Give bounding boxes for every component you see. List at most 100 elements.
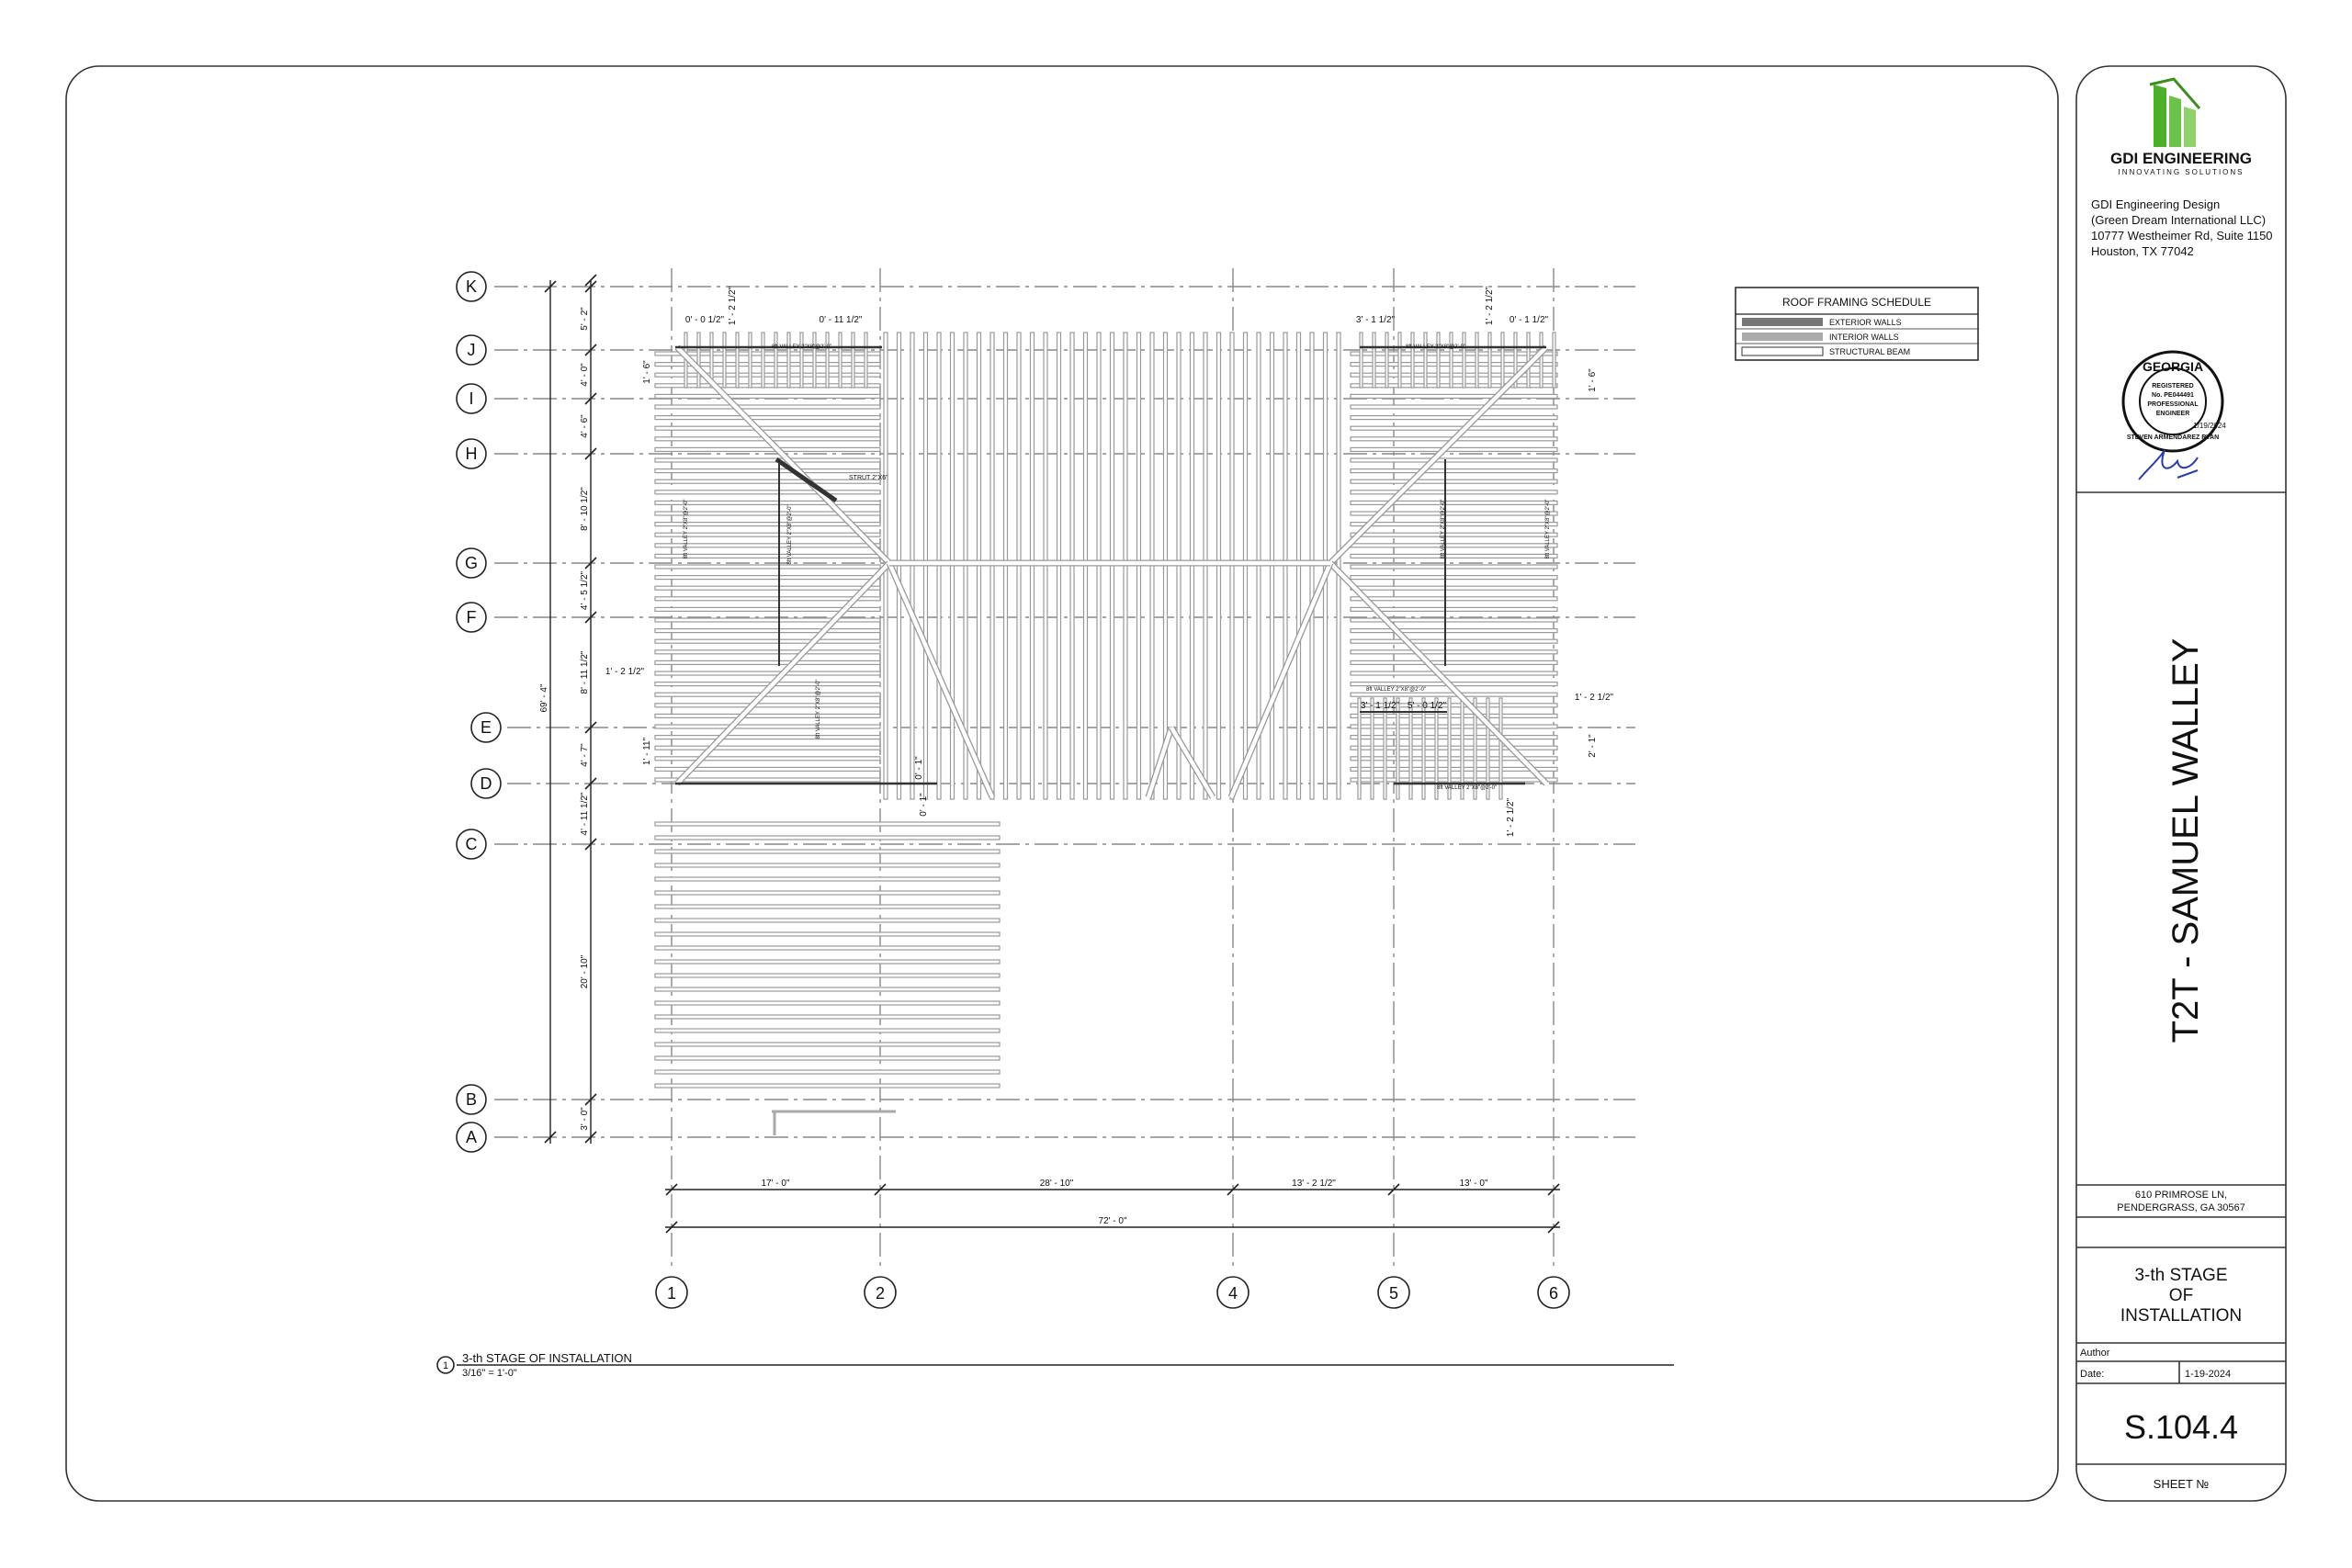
- valley-label: 8ft VALLEY 2"X8"@2'-0": [1366, 687, 1426, 693]
- rafter: [654, 372, 881, 378]
- schedule-item: STRUCTURAL BEAM: [1829, 347, 1910, 356]
- rafter: [654, 490, 881, 495]
- rafter: [1498, 697, 1503, 800]
- rafter: [1408, 697, 1413, 800]
- dimension-tick: [584, 1093, 597, 1106]
- rafter: [1487, 332, 1492, 389]
- rafter: [654, 500, 881, 506]
- title-block-frame: [2075, 65, 2287, 1502]
- sheet-label: SHEET №: [2154, 1477, 2210, 1491]
- author-label: Author: [2080, 1348, 2110, 1359]
- grid-bubble-row: [456, 547, 487, 579]
- rafter: [654, 596, 881, 602]
- view-title: 1 3-th STAGE OF INSTALLATION 3/16" = 1'-…: [436, 1351, 1674, 1379]
- company-address-line: (Green Dream International LLC): [2091, 213, 2266, 227]
- dimension-tick: [584, 557, 597, 570]
- rafter: [1350, 671, 1558, 676]
- rafter: [654, 987, 1001, 992]
- rafter: [1350, 585, 1558, 591]
- grid-label-row: G: [465, 554, 478, 572]
- hip-ridge: [1329, 345, 1548, 565]
- grid-bubble-row: [456, 602, 487, 633]
- dimension-text: 4' - 6": [580, 414, 590, 438]
- rafter: [1350, 617, 1558, 623]
- interior-walls-swatch: [1742, 333, 1823, 341]
- rafter: [654, 745, 881, 750]
- seal-name: STEVEN ARMENDAREZ RYAN: [2127, 434, 2219, 441]
- project-address-line: 610 PRIMROSE LN,: [2135, 1190, 2227, 1201]
- hip-ridge: [675, 345, 891, 565]
- drawing-name-line: OF: [2169, 1286, 2193, 1305]
- dimension-text: 3' - 1 1/2": [1356, 315, 1396, 325]
- grid-bubble-column: [1216, 1276, 1250, 1309]
- hip-ridge: [1146, 727, 1174, 798]
- rafter: [1350, 745, 1558, 750]
- rafter: [1436, 332, 1441, 389]
- dimension-text: 20' - 10": [580, 954, 590, 988]
- date-label: Date:: [2080, 1369, 2104, 1380]
- valley-label: 8ft VALLEY 2"X8"@2'-0": [1441, 499, 1446, 558]
- rafter: [654, 574, 881, 581]
- rafter: [1350, 574, 1558, 581]
- dimension-tick: [665, 1221, 678, 1234]
- rafter: [1486, 697, 1490, 800]
- rafter: [654, 415, 881, 421]
- dimension-text: 1' - 6": [1588, 368, 1598, 392]
- rafter: [654, 724, 881, 729]
- grid-rows: [494, 286, 1635, 1138]
- grid-label-column: 6: [1549, 1284, 1558, 1303]
- rafter: [1350, 351, 1558, 356]
- rafter: [654, 468, 881, 474]
- seal-text: PROFESSIONAL: [2147, 401, 2199, 408]
- dimension-text: 0' - 11 1/2": [820, 315, 863, 325]
- valley-label: 8ft VALLEY 2"X8"@2'-0": [1545, 499, 1551, 558]
- rafter: [1350, 490, 1558, 495]
- rafter: [654, 931, 1001, 937]
- rafter: [654, 821, 1001, 827]
- vertical-dimension-ticks: [544, 274, 597, 1144]
- structural-beam-swatch: [1741, 346, 1824, 356]
- rafter: [654, 649, 881, 655]
- rafter: [774, 332, 778, 389]
- dimension-text: 13' - 0": [1459, 1179, 1487, 1189]
- rafter: [799, 332, 804, 389]
- grid-label-row: C: [466, 835, 478, 853]
- rafter: [1350, 638, 1558, 644]
- engineer-seal: GEORGIA REGISTERED No. PE044491 PROFESSI…: [2121, 350, 2226, 480]
- valley-label: 8ft VALLEY 2"X8"@2'-0": [772, 344, 831, 350]
- rafter: [654, 973, 1001, 978]
- dimension-tick: [584, 274, 597, 287]
- rafter: [1370, 697, 1374, 800]
- rafter: [1350, 500, 1558, 506]
- rafter: [1383, 697, 1387, 800]
- hip-ridge: [1228, 562, 1333, 798]
- schedule-item: INTERIOR WALLS: [1829, 333, 1899, 342]
- grid-bubble-column: [1377, 1276, 1410, 1309]
- rafter: [654, 876, 1001, 882]
- rafter: [1423, 332, 1428, 389]
- roof-framing-schedule: ROOF FRAMING SCHEDULE EXTERIOR WALLS INT…: [1735, 287, 1979, 361]
- rafter: [654, 890, 1001, 896]
- dimension-text: 1' - 2 1/2": [1506, 797, 1516, 837]
- rafter: [654, 660, 881, 666]
- grid-label-column: 5: [1389, 1284, 1398, 1303]
- rafter: [838, 332, 842, 389]
- dimension-tick: [544, 1131, 557, 1144]
- rafter: [1350, 404, 1558, 410]
- rafter: [1385, 332, 1389, 389]
- exterior-walls-swatch: [1742, 318, 1823, 326]
- dimension-tick: [584, 838, 597, 851]
- company-name: GDI ENGINEERING: [2110, 150, 2252, 167]
- rafter: [654, 849, 1001, 854]
- rafter: [1350, 372, 1558, 378]
- dimension-tick: [1547, 1183, 1560, 1196]
- grid-bubble-row: [470, 768, 502, 799]
- grid-label-column: 2: [876, 1284, 885, 1303]
- rafter: [654, 959, 1001, 964]
- row-bubbles: K J I H G F E D C B A: [456, 271, 502, 1153]
- grid-bubble-column: [1537, 1276, 1570, 1309]
- dimension-text: 0' - 0 1/2": [685, 315, 725, 325]
- rafter: [1350, 596, 1558, 602]
- rafter: [1552, 332, 1556, 389]
- rafter: [654, 918, 1001, 923]
